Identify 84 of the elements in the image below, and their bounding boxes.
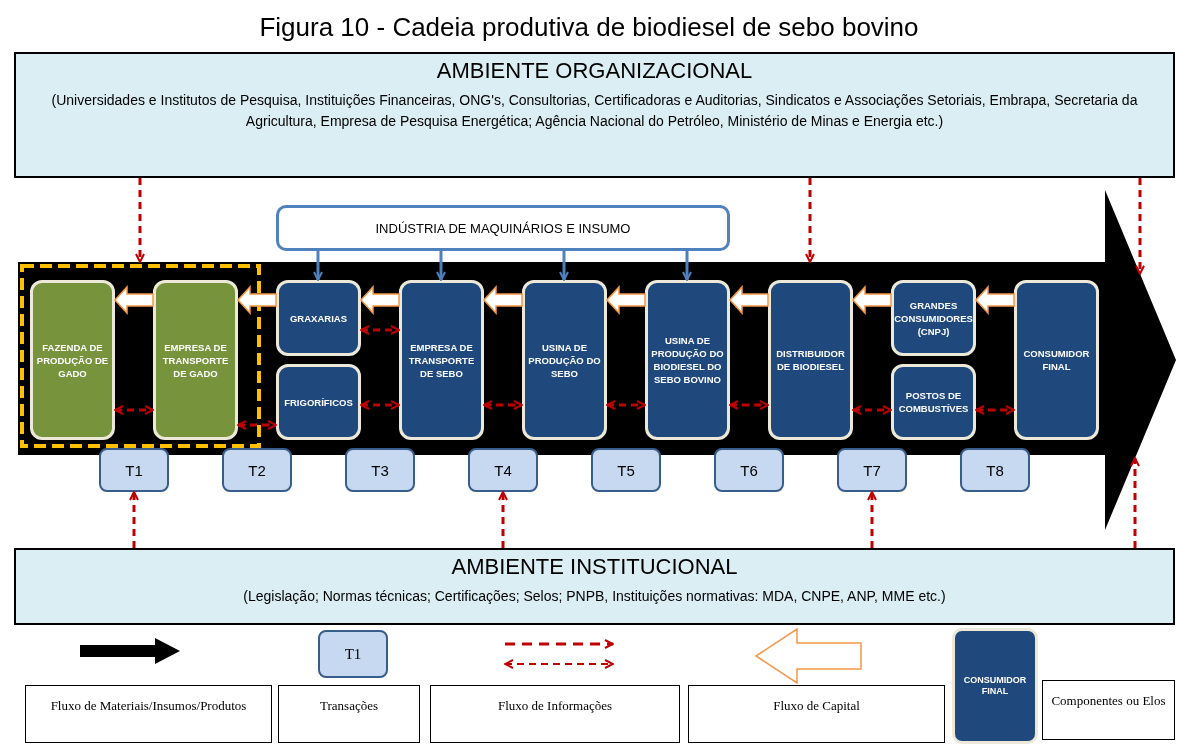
node-label: DISTRIBUIDOR DE BIODIESEL	[775, 347, 846, 374]
legend-entry: Fluxo de Informações	[430, 685, 680, 743]
node-label: INDÚSTRIA DE MAQUINÁRIOS E INSUMO	[375, 220, 631, 236]
information-flow-arrow	[483, 400, 523, 410]
information-flow-arrow	[729, 400, 769, 410]
node-label: FAZENDA DE PRODUÇÃO DE GADO	[35, 340, 110, 381]
information-flow-arrow	[498, 491, 508, 548]
node-label: CONSUMIDOR FINAL	[1022, 347, 1091, 374]
node-label: T2	[248, 461, 266, 479]
chain-link-box	[768, 280, 853, 440]
node-label: POSTOS DE COMBUSTÍVES	[897, 389, 970, 416]
transaction-box	[468, 448, 538, 492]
panel-description: (Legislação; Normas técnicas; Certificações; Selos; PNPB, Instituições normativas: MDA, CNPE, ANP, MME etc.)	[243, 587, 946, 606]
transaction-box	[99, 448, 169, 492]
information-flow-arrow	[975, 405, 1015, 415]
chain-link-box	[522, 280, 607, 440]
supplier-box	[276, 205, 730, 251]
figure-title: Figura 10 - Cadeia produtiva de biodiesel de sebo bovino	[258, 12, 920, 43]
chain-link-box	[645, 280, 730, 440]
chain-link-box	[276, 280, 361, 356]
node-label: GRANDES CONSUMIDORES (CNPJ)	[893, 298, 974, 339]
capital-flow-arrow	[113, 285, 154, 315]
panel-heading: AMBIENTE ORGANIZACIONAL	[436, 58, 753, 84]
node-label: FRIGORÍFICOS	[283, 395, 354, 410]
arrow	[559, 251, 569, 281]
transaction-box	[714, 448, 784, 492]
transaction-box	[837, 448, 907, 492]
capital-flow-arrow	[851, 285, 892, 315]
node-label: CONSUMIDOR FINAL	[962, 675, 1028, 697]
information-flow-arrow	[129, 491, 139, 548]
transaction-box	[222, 448, 292, 492]
node-label: T8	[986, 461, 1004, 479]
environment-panel	[14, 52, 1175, 178]
information-flow-arrow	[237, 420, 277, 430]
chain-link-box	[891, 280, 976, 356]
node-label: T4	[494, 461, 512, 479]
capital-flow-arrow	[482, 285, 523, 315]
chain-link-box	[891, 364, 976, 440]
arrow	[436, 251, 446, 281]
node-label: EMPRESA DE TRANSPORTE DE SEBO	[407, 340, 476, 381]
node-label: T6	[740, 461, 758, 479]
information-flow-arrow	[805, 178, 815, 263]
node-label: T1	[125, 461, 143, 479]
node-label: T3	[371, 461, 389, 479]
legend-entry: Fluxo de Materiais/Insumos/Produtos	[25, 685, 272, 743]
capital-flow-arrow	[974, 285, 1015, 315]
node-label: T7	[863, 461, 881, 479]
transaction-box	[960, 448, 1030, 492]
information-flow-arrow	[114, 405, 154, 415]
panel-heading: AMBIENTE INSTITUCIONAL	[451, 554, 738, 580]
chain-link-box	[276, 364, 361, 440]
transaction-box	[591, 448, 661, 492]
node-label: T5	[617, 461, 635, 479]
information-flow-arrow	[606, 400, 646, 410]
chain-link-box	[30, 280, 115, 440]
panel-description: (Universidades e Institutos de Pesquisa, Instituições Financeiras, ONG's, Consultorias, Certificadoras e Auditorias, Sindicatos e Associações Setoriais, Embrapa, Secretaria da Agricultura, Empresa de Pesquisa Energética; Agência Nacional do Petróleo, Ministério de Minas e Energia etc.)	[50, 91, 1139, 131]
node-label: T1	[344, 645, 362, 663]
chain-link-box	[1014, 280, 1099, 440]
node-label: GRAXARIAS	[289, 311, 348, 326]
arrow	[682, 251, 692, 281]
chain-link-box	[399, 280, 484, 440]
information-flow-arrow	[360, 325, 400, 335]
information-flow-arrow	[867, 491, 877, 548]
capital-flow-arrow	[605, 285, 646, 315]
node-label: USINA DE PRODUÇÃO DO SEBO	[527, 340, 602, 381]
information-flow-arrow	[852, 405, 892, 415]
arrow	[313, 251, 323, 281]
information-flow-arrow	[135, 178, 145, 263]
node-label: USINA DE PRODUÇÃO DO BIODIESEL DO SEBO BOVINO	[650, 334, 725, 387]
chain-link-box	[153, 280, 238, 440]
legend-entry: Fluxo de Capital	[688, 685, 945, 743]
information-flow-arrow	[1135, 178, 1145, 275]
capital-flow-arrow	[236, 285, 277, 315]
information-flow-arrow	[360, 400, 400, 410]
legend-entry: Componentes ou Elos	[1042, 680, 1175, 740]
capital-flow-arrow	[359, 285, 400, 315]
information-flow-arrow	[1130, 457, 1140, 548]
transaction-box-sample	[318, 630, 388, 678]
capital-flow-arrow	[728, 285, 769, 315]
legend-entry: Transações	[278, 685, 420, 743]
node-label: EMPRESA DE TRANSPORTE DE GADO	[161, 340, 230, 381]
environment-panel	[14, 548, 1175, 625]
component-box-sample	[952, 628, 1038, 744]
transaction-box	[345, 448, 415, 492]
